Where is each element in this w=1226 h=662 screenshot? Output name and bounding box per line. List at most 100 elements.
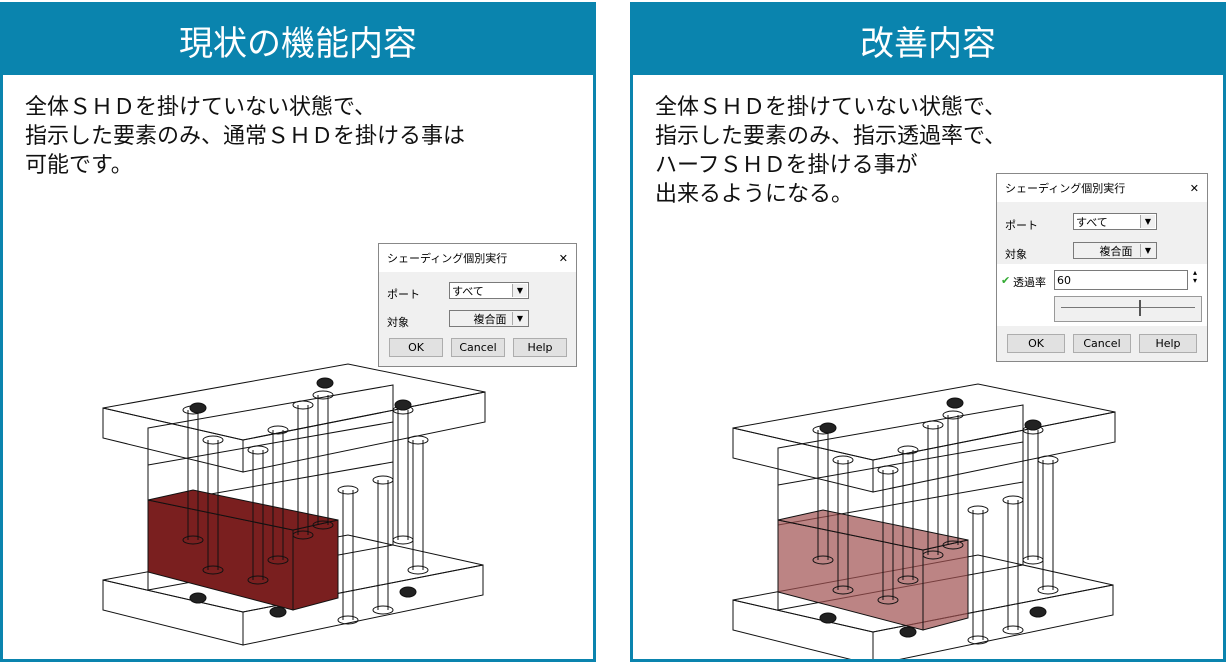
cancel-button[interactable]: Cancel bbox=[451, 338, 505, 357]
current-function-panel: 現状の機能内容 全体ＳＨＤを掛けていない状態で、 指示した要素のみ、通常ＳＨＤを… bbox=[0, 2, 596, 662]
pin-bottom bbox=[942, 540, 964, 550]
shaded-block-top bbox=[147, 489, 339, 531]
transparency-section: ✔ 透過率 60 ▴▾ bbox=[997, 264, 1207, 326]
slider-thumb[interactable] bbox=[1139, 300, 1141, 316]
pin-bottom bbox=[202, 565, 224, 575]
chevron-down-icon: ▼ bbox=[512, 284, 527, 297]
pin-top bbox=[247, 445, 269, 455]
dialog-title: シェーディング個別実行 bbox=[1005, 182, 1126, 195]
bolt-icon bbox=[819, 422, 837, 434]
bolt-icon bbox=[1024, 419, 1042, 431]
chevron-down-icon: ▼ bbox=[1140, 215, 1155, 228]
desc-line: 全体ＳＨＤを掛けていない状態で、 bbox=[25, 95, 377, 120]
mold-3d-view-solid bbox=[102, 363, 486, 646]
bolt-icon bbox=[1029, 606, 1047, 618]
bolt-icon bbox=[394, 399, 412, 411]
pin-top bbox=[832, 455, 854, 465]
transparency-label: 透過率 bbox=[1013, 276, 1046, 289]
ok-button[interactable]: OK bbox=[389, 338, 443, 357]
pin-top bbox=[942, 410, 964, 420]
target-select[interactable]: 複合面▼ bbox=[1073, 242, 1157, 259]
port-select[interactable]: すべて▼ bbox=[1073, 213, 1157, 230]
ok-button[interactable]: OK bbox=[1007, 334, 1065, 353]
pin-top bbox=[877, 465, 899, 475]
pin-bottom bbox=[337, 615, 359, 625]
pin-bottom bbox=[312, 520, 334, 530]
bolt-icon bbox=[819, 612, 837, 624]
target-label: 対象 bbox=[1005, 248, 1027, 261]
panel-header: 現状の機能内容 bbox=[3, 5, 593, 75]
description: 全体ＳＨＤを掛けていない状態で、 指示した要素のみ、通常ＳＨＤを掛ける事は 可能… bbox=[25, 93, 465, 180]
top-plate-front bbox=[732, 427, 874, 493]
help-button[interactable]: Help bbox=[513, 338, 567, 357]
pin-top bbox=[337, 485, 359, 495]
port-select[interactable]: すべて▼ bbox=[449, 282, 529, 299]
pin-bottom bbox=[392, 535, 414, 545]
description: 全体ＳＨＤを掛けていない状態で、 指示した要素のみ、指示透過率で、 ハーフＳＨＤ… bbox=[655, 93, 1006, 209]
dialog-title: シェーディング個別実行 bbox=[387, 252, 508, 265]
pin-top bbox=[1002, 495, 1024, 505]
desc-line: 出来るようになる。 bbox=[655, 182, 854, 207]
pin-bottom bbox=[182, 535, 204, 545]
pin-bottom bbox=[967, 635, 989, 645]
pin-bottom bbox=[832, 585, 854, 595]
spinner-icon[interactable]: ▴▾ bbox=[1193, 268, 1198, 285]
pin-top bbox=[897, 445, 919, 455]
panel-header: 改善内容 bbox=[633, 5, 1223, 75]
target-label: 対象 bbox=[387, 316, 409, 329]
desc-line: 全体ＳＨＤを掛けていない状態で、 bbox=[655, 95, 1007, 120]
port-label: ポート bbox=[387, 288, 420, 301]
bottom-plate-side bbox=[872, 584, 1114, 659]
bolt-icon bbox=[269, 606, 287, 618]
desc-line: 指示した要素のみ、指示透過率で、 bbox=[655, 124, 1007, 149]
bolt-icon bbox=[399, 586, 417, 598]
desc-line: 指示した要素のみ、通常ＳＨＤを掛ける事は bbox=[25, 124, 466, 149]
target-select[interactable]: 複合面▼ bbox=[449, 310, 529, 327]
mold-3d-view-half bbox=[732, 383, 1116, 659]
pin-top bbox=[922, 420, 944, 430]
bottom-plate-side bbox=[242, 564, 484, 646]
pin-bottom bbox=[1022, 555, 1044, 565]
pin-bottom bbox=[292, 530, 314, 540]
bolt-icon bbox=[316, 377, 334, 389]
edge bbox=[147, 421, 394, 466]
pin-bottom bbox=[1037, 585, 1059, 595]
pin-top bbox=[967, 505, 989, 515]
close-icon[interactable]: ✕ bbox=[558, 251, 568, 265]
pin-top bbox=[267, 425, 289, 435]
chevron-down-icon: ▼ bbox=[1140, 244, 1155, 257]
shaded-block-top bbox=[777, 509, 969, 551]
pin-top bbox=[372, 475, 394, 485]
transparency-slider[interactable] bbox=[1054, 296, 1202, 322]
bolt-icon bbox=[189, 402, 207, 414]
bolt-icon bbox=[946, 397, 964, 409]
check-icon: ✔ bbox=[1001, 274, 1011, 287]
shading-dialog: シェーディング個別実行✕ ポート すべて▼ 対象 複合面▼ OK Cancel … bbox=[378, 243, 577, 367]
pin-top bbox=[292, 400, 314, 410]
shaded-block-side bbox=[922, 539, 969, 631]
improvement-panel: 改善内容 全体ＳＨＤを掛けていない状態で、 指示した要素のみ、指示透過率で、 ハ… bbox=[630, 2, 1226, 662]
pin-bottom bbox=[812, 555, 834, 565]
desc-line: 可能です。 bbox=[25, 153, 133, 178]
cancel-button[interactable]: Cancel bbox=[1073, 334, 1131, 353]
pin-top bbox=[312, 390, 334, 400]
pin-bottom bbox=[247, 575, 269, 585]
chevron-down-icon: ▼ bbox=[512, 312, 527, 325]
shading-dialog: シェーディング個別実行✕ ポート すべて▼ 対象 複合面▼ ✔ 透過率 60 ▴… bbox=[996, 173, 1208, 362]
bolt-icon bbox=[899, 626, 917, 638]
shaded-block-side bbox=[292, 519, 339, 611]
help-button[interactable]: Help bbox=[1139, 334, 1197, 353]
desc-line: ハーフＳＨＤを掛ける事が bbox=[655, 153, 918, 178]
pin-bottom bbox=[372, 605, 394, 615]
transparency-input[interactable]: 60 bbox=[1054, 270, 1188, 290]
pin-bottom bbox=[407, 565, 429, 575]
pin-bottom bbox=[267, 555, 289, 565]
pin-bottom bbox=[877, 595, 899, 605]
pin-bottom bbox=[1002, 625, 1024, 635]
close-icon[interactable]: ✕ bbox=[1189, 181, 1199, 195]
top-plate-side bbox=[242, 391, 486, 473]
pin-bottom bbox=[897, 575, 919, 585]
top-plate-side bbox=[872, 411, 1116, 493]
edge bbox=[777, 441, 1024, 486]
top-plate-front bbox=[102, 407, 244, 473]
